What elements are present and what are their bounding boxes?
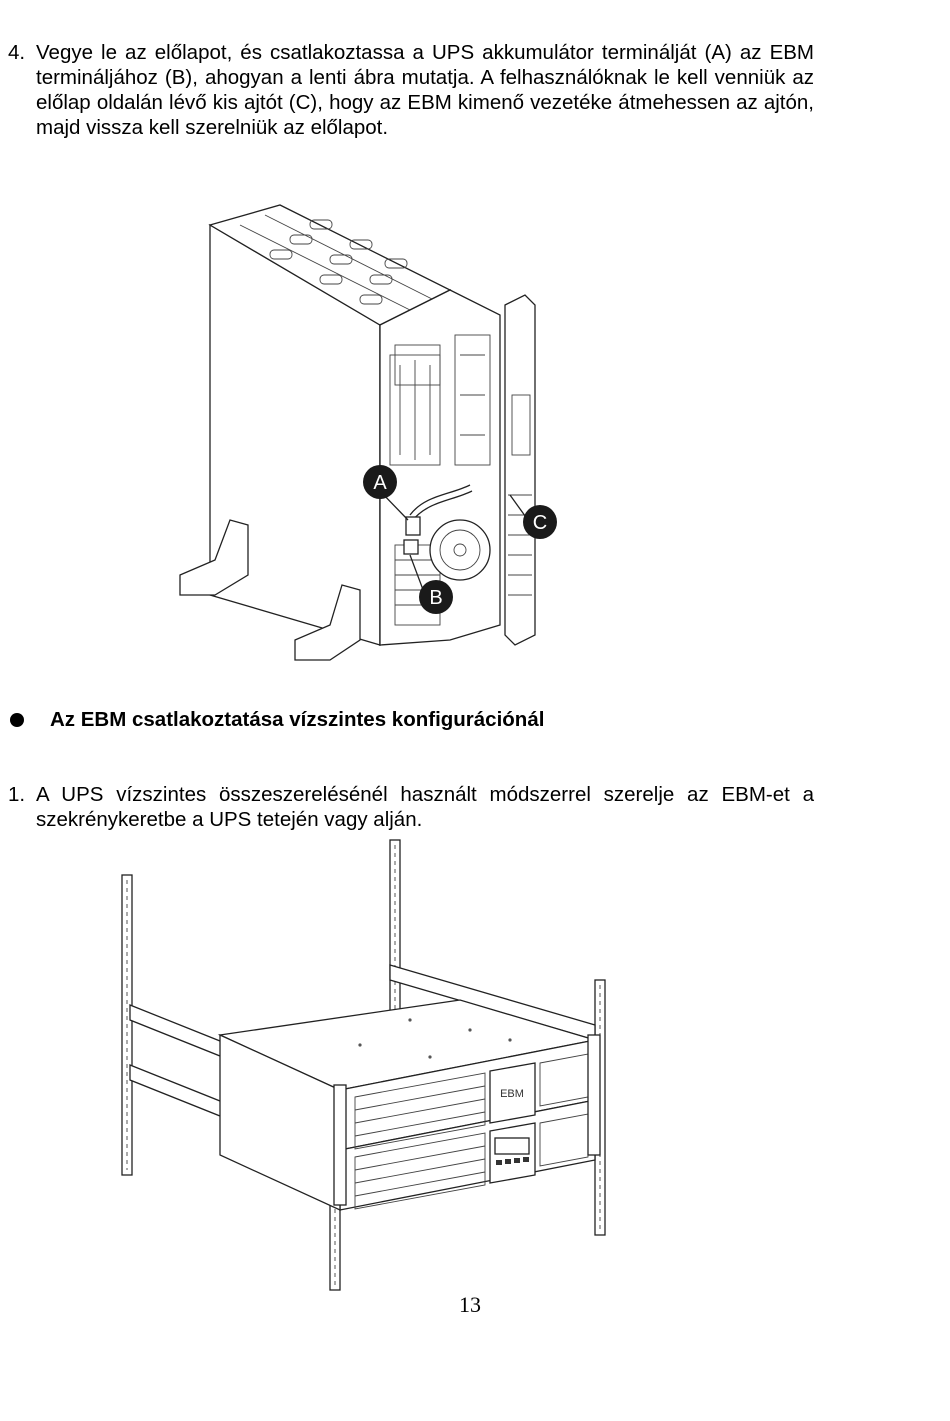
step-text: Vegye le az előlapot, és csatlakoztassa …	[36, 41, 814, 139]
section-heading: Az EBM csatlakoztatása vízszintes konfig…	[10, 708, 544, 732]
step-number: 1.	[8, 783, 26, 806]
bullet-dot-icon	[10, 713, 24, 727]
section-heading-text: Az EBM csatlakoztatása vízszintes konfig…	[50, 708, 545, 731]
callout-b: B	[429, 587, 442, 609]
step-number: 4.	[8, 41, 26, 64]
page-number: 13	[459, 1292, 481, 1317]
step-4: 4. Vegye le az előlapot, és csatlakoztas…	[8, 40, 814, 140]
ebm-panel-label: EBM	[500, 1088, 524, 1100]
tower-connection-figure: A B C	[179, 204, 557, 661]
callout-c: C	[533, 512, 547, 534]
step-text: A UPS vízszintes összeszerelésénél haszn…	[36, 783, 814, 831]
callout-a: A	[373, 472, 387, 494]
rack-mount-figure: EBM	[121, 839, 606, 1291]
step-1: 1. A UPS vízszintes összeszerelésénél ha…	[8, 782, 814, 832]
